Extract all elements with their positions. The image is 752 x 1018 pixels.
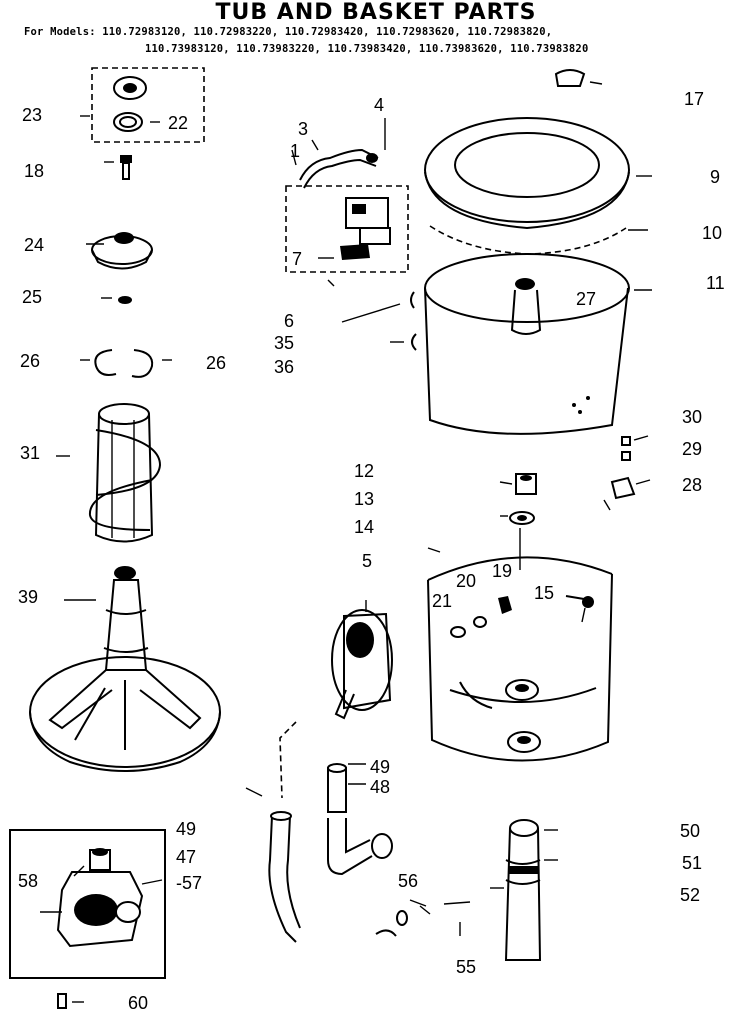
part-18-bolt [104, 155, 132, 180]
part-7-switch-box [285, 185, 409, 287]
part-26-cams [80, 349, 172, 378]
callout-25: 25 [22, 287, 43, 307]
part-24-cap [86, 232, 153, 270]
part-5-outer-tub [427, 528, 613, 762]
part-50-51-52-shaft [490, 819, 558, 961]
callout-27: 27 [576, 289, 597, 309]
callout-20: 20 [456, 571, 477, 591]
part-48-49-hose [327, 763, 393, 876]
part-10-gasket [429, 225, 648, 255]
callout-49-lower: 49 [176, 819, 197, 839]
part-12-13-14-nuts [499, 473, 537, 525]
part-31-auger [56, 403, 162, 543]
part-drain-hose [245, 721, 301, 943]
part-25-washer [101, 296, 132, 304]
part-23-22-caps [80, 67, 205, 143]
part-28-29-fasteners [603, 435, 651, 511]
callout-35: 35 [274, 333, 295, 353]
callout-50: 50 [680, 821, 701, 841]
callout-39: 39 [18, 587, 39, 607]
part-pump-housing [331, 600, 393, 720]
callout-1: 1 [290, 141, 301, 161]
callout-10: 10 [702, 223, 723, 243]
callout-6: 6 [284, 311, 295, 331]
callout-12: 12 [354, 461, 375, 481]
callout-7: 7 [292, 249, 303, 269]
callout-11: 11 [706, 273, 725, 293]
model-numbers-line-1: For Models: 110.72983120, 110.72983220, … [24, 26, 553, 38]
callout-17: 17 [684, 89, 705, 109]
callout-21: 21 [432, 591, 453, 611]
part-1-3-4-hose [291, 118, 386, 189]
callout-28: 28 [682, 475, 703, 495]
callout-5: 5 [362, 551, 373, 571]
callout-31: 31 [20, 443, 41, 463]
part-17-plug [554, 69, 603, 87]
callout-60: 60 [128, 993, 149, 1013]
part-9-tub-ring [424, 117, 652, 230]
part-pump-assembly-box [9, 829, 166, 1009]
callout-19: 19 [492, 561, 513, 581]
callout-58: 58 [18, 871, 39, 891]
callout-23: 23 [22, 105, 43, 125]
callout-14: 14 [354, 517, 375, 537]
callout-15: 15 [534, 583, 555, 603]
part-55-56-fasteners [375, 899, 471, 937]
model-numbers-line-2: 110.73983120, 110.73983220, 110.73983420… [145, 43, 589, 55]
callout-56: 56 [398, 871, 419, 891]
callout-55: 55 [456, 957, 477, 977]
part-11-basket [424, 253, 652, 435]
callout-57: -57 [176, 873, 203, 893]
callout-47: 47 [176, 847, 197, 867]
part-39-agitator-base [29, 566, 221, 772]
callout-51: 51 [682, 853, 703, 873]
callout-26-left: 26 [20, 351, 41, 371]
callout-22: 22 [168, 113, 189, 133]
diagram-title: TUB AND BASKET PARTS [215, 0, 537, 25]
callout-4: 4 [374, 95, 385, 115]
callout-13: 13 [354, 489, 375, 509]
callout-29: 29 [682, 439, 703, 459]
callout-52: 52 [680, 885, 701, 905]
callout-3: 3 [298, 119, 309, 139]
callout-26-right: 26 [206, 353, 227, 373]
part-6-35-36-clips [341, 291, 417, 351]
callout-30: 30 [682, 407, 703, 427]
part-15-19-20-21-hardware [450, 595, 594, 638]
callout-18: 18 [24, 161, 45, 181]
callout-48: 48 [370, 777, 391, 797]
callout-49-upper: 49 [370, 757, 391, 777]
callout-36: 36 [274, 357, 295, 377]
callout-24: 24 [24, 235, 45, 255]
callout-9: 9 [710, 167, 721, 187]
